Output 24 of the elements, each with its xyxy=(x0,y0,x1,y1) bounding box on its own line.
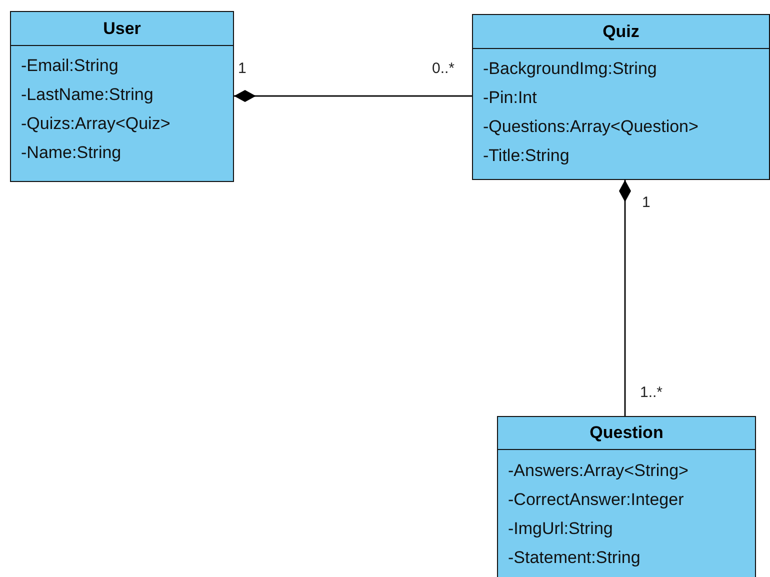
attribute: -Quizs:Array<Quiz> xyxy=(20,113,170,135)
attribute: -Statement:String xyxy=(507,547,640,569)
attribute: -Answers:Array<String> xyxy=(507,460,688,482)
attribute: -Name:String xyxy=(20,142,122,164)
attribute: -LastName:String xyxy=(20,84,154,106)
class-box xyxy=(497,416,756,577)
class-box xyxy=(472,14,770,180)
multiplicity-label: 1..* xyxy=(640,384,663,401)
multiplicity-label: 0..* xyxy=(432,60,455,77)
attribute: -ImgUrl:String xyxy=(507,518,613,540)
composition-line xyxy=(234,90,472,102)
multiplicity-label: 1 xyxy=(238,60,246,77)
attribute: -BackgroundImg:String xyxy=(482,58,657,80)
attribute: -Pin:Int xyxy=(482,87,537,109)
attribute: -Title:String xyxy=(482,145,570,167)
class-box xyxy=(10,11,234,182)
class-name: User xyxy=(11,12,233,46)
attribute: -CorrectAnswer:Integer xyxy=(507,489,684,511)
attribute: -Questions:Array<Question> xyxy=(482,116,698,138)
composition-line xyxy=(619,180,631,416)
class-name: Question xyxy=(498,417,755,450)
multiplicity-label: 1 xyxy=(642,194,650,211)
class-name: Quiz xyxy=(473,15,769,49)
attribute: -Email:String xyxy=(20,55,118,77)
